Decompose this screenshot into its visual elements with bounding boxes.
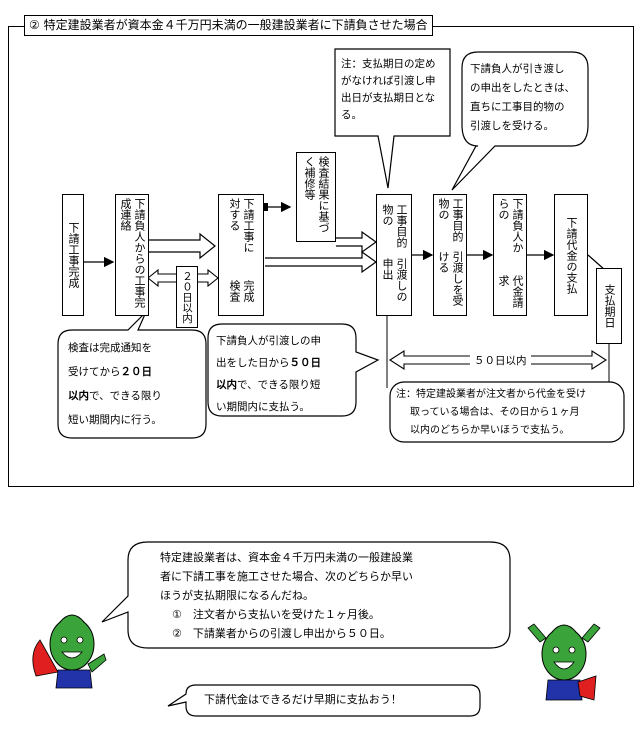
note-fifty-l3b: で、できる限り短 bbox=[237, 379, 321, 391]
note-handover-l2: の申出をしたときは、 bbox=[470, 82, 575, 94]
note-inspection-l3a: 以内 bbox=[68, 390, 89, 402]
step-subcontract-complete: 下請工事完成 bbox=[62, 194, 84, 316]
step-invoice-l2: 代金請求 bbox=[497, 274, 524, 308]
speech-main-l5: ② 下請業者からの引渡し申出から５０日。 bbox=[172, 627, 391, 640]
step-handover-request: 工事目的物の 引渡しの申出 bbox=[376, 194, 412, 316]
section-title: ② 特定建設業者が資本金４千万円未満の一般建設業者に下請負させた場合 bbox=[24, 15, 433, 36]
speech-bubble-main bbox=[101, 541, 511, 649]
mascot-left bbox=[32, 614, 107, 689]
note-fifty-l4: い期間内に支払う。 bbox=[216, 401, 310, 413]
note-fifty-l1: 下請負人が引渡しの申 bbox=[216, 335, 321, 347]
note-inspection-l2b: ２０日 bbox=[120, 366, 153, 378]
callout-inspection bbox=[57, 311, 207, 439]
note-fifty-l2a: 出をした日から bbox=[216, 357, 290, 369]
note-payment-date-l4: る。 bbox=[341, 109, 362, 121]
step-receive-handover-l1: 工事目的物の bbox=[437, 198, 464, 242]
note-client-payment-l1: 注：特定建設業者が注文者から代金を受け bbox=[396, 389, 586, 400]
step-completion-inspection: 下請工事に対する 完成検査 bbox=[218, 194, 264, 316]
callout-fifty bbox=[207, 323, 380, 417]
note-fifty-l2b: ５０日 bbox=[289, 357, 322, 369]
step-handover-request-l2: 引渡しの申出 bbox=[381, 258, 408, 302]
note-handover-l4: 引渡しを受ける。 bbox=[470, 120, 554, 132]
note-payment-date-l2: がなければ引渡し申 bbox=[341, 75, 436, 87]
step-receive-handover-l2: 引渡しを受ける bbox=[437, 250, 464, 306]
step-invoice-l1: 下請負人からの bbox=[497, 198, 524, 253]
note-inspection-l4: 短い期間内に行う。 bbox=[68, 414, 162, 426]
step-payment: 下請代金の支払 bbox=[554, 194, 588, 316]
label-fifty-days: ５０日以内 bbox=[470, 353, 531, 368]
arrow-s4-s5 bbox=[336, 230, 378, 254]
note-handover-l3: 直ちに工事目的物の bbox=[470, 101, 565, 113]
note-client-payment: 注：特定建設業者が注文者から代金を受け 取っている場合は、その日から１ヶ月 以内… bbox=[396, 386, 622, 440]
note-fifty-l3a: 以内 bbox=[216, 379, 237, 391]
speech-main-l2: 者に下請工事を施工させた場合、次のどちらか早い bbox=[160, 570, 413, 583]
note-inspection-l2a: 受けてから bbox=[68, 366, 121, 378]
note-client-payment-box bbox=[389, 381, 625, 443]
note-fifty: 下請負人が引渡しの申 出をした日から５０日 以内で、できる限り短 い期間内に支払… bbox=[216, 330, 356, 418]
step-completion-notice-l1: 下請負人からの工事完成連絡 bbox=[119, 198, 146, 308]
note-client-payment-l2: 取っている場合は、その日から１ヶ月 bbox=[410, 407, 580, 418]
callout-handover bbox=[451, 51, 589, 191]
mascot-right bbox=[527, 623, 601, 701]
speech-main-l1: 特定建設業者は、資本金４千万円未満の一般建設業 bbox=[160, 551, 413, 564]
arrow-s3-s5 bbox=[265, 250, 378, 274]
note-inspection-l1: 検査は完成通知を bbox=[68, 342, 152, 354]
step-payment-date: 支払期日 bbox=[596, 268, 622, 344]
speech-main-l3: ほうが支払期限になるんだね。 bbox=[160, 589, 314, 602]
step-handover-request-l1: 工事目的物の bbox=[381, 204, 408, 248]
step-invoice: 下請負人からの 代金請求 bbox=[493, 194, 527, 316]
note-payment-date-l1: 注：支払期日の定め bbox=[341, 58, 436, 70]
speech-bubble-small bbox=[167, 684, 481, 717]
label-twenty-days: ２０日以内 bbox=[176, 266, 198, 328]
step-repairs: 検査結果に基づく補修等 bbox=[296, 152, 336, 242]
note-client-payment-l3: 以内のどちらか早いほうで支払う。 bbox=[410, 425, 570, 436]
speech-main-l4: ① 注文者から支払いを受けた１ヶ月後。 bbox=[172, 608, 380, 621]
note-handover-l1: 下請負人が引き渡し bbox=[470, 63, 565, 75]
step-inspection-l2: 完成検査 bbox=[228, 280, 255, 302]
note-inspection: 検査は完成通知を 受けてから２０日 以内で、できる限り 短い期間内に行う。 bbox=[68, 336, 204, 432]
note-inspection-l3b: で、できる限り bbox=[89, 390, 162, 402]
note-payment-date-l3: 出日が支払期日とな bbox=[341, 92, 436, 104]
note-handover: 下請負人が引き渡し の申出をしたときは、 直ちに工事目的物の 引渡しを受ける。 bbox=[470, 60, 586, 136]
arrow-s2-s3 bbox=[148, 232, 216, 260]
callout-payment-date bbox=[334, 48, 451, 189]
step-completion-notice: 下請負人からの工事完成連絡 bbox=[115, 194, 149, 316]
note-payment-date: 注：支払期日の定め がなければ引渡し申 出日が支払期日とな る。 bbox=[341, 56, 449, 124]
step-inspection-l1: 下請工事に対する bbox=[228, 198, 255, 253]
speech-main-text: 特定建設業者は、資本金４千万円未満の一般建設業 者に下請工事を施工させた場合、次… bbox=[160, 548, 506, 643]
step-receive-handover: 工事目的物の 引渡しを受ける bbox=[433, 194, 467, 316]
speech-small-text: 下請代金はできるだけ早期に支払おう！ bbox=[204, 693, 402, 706]
